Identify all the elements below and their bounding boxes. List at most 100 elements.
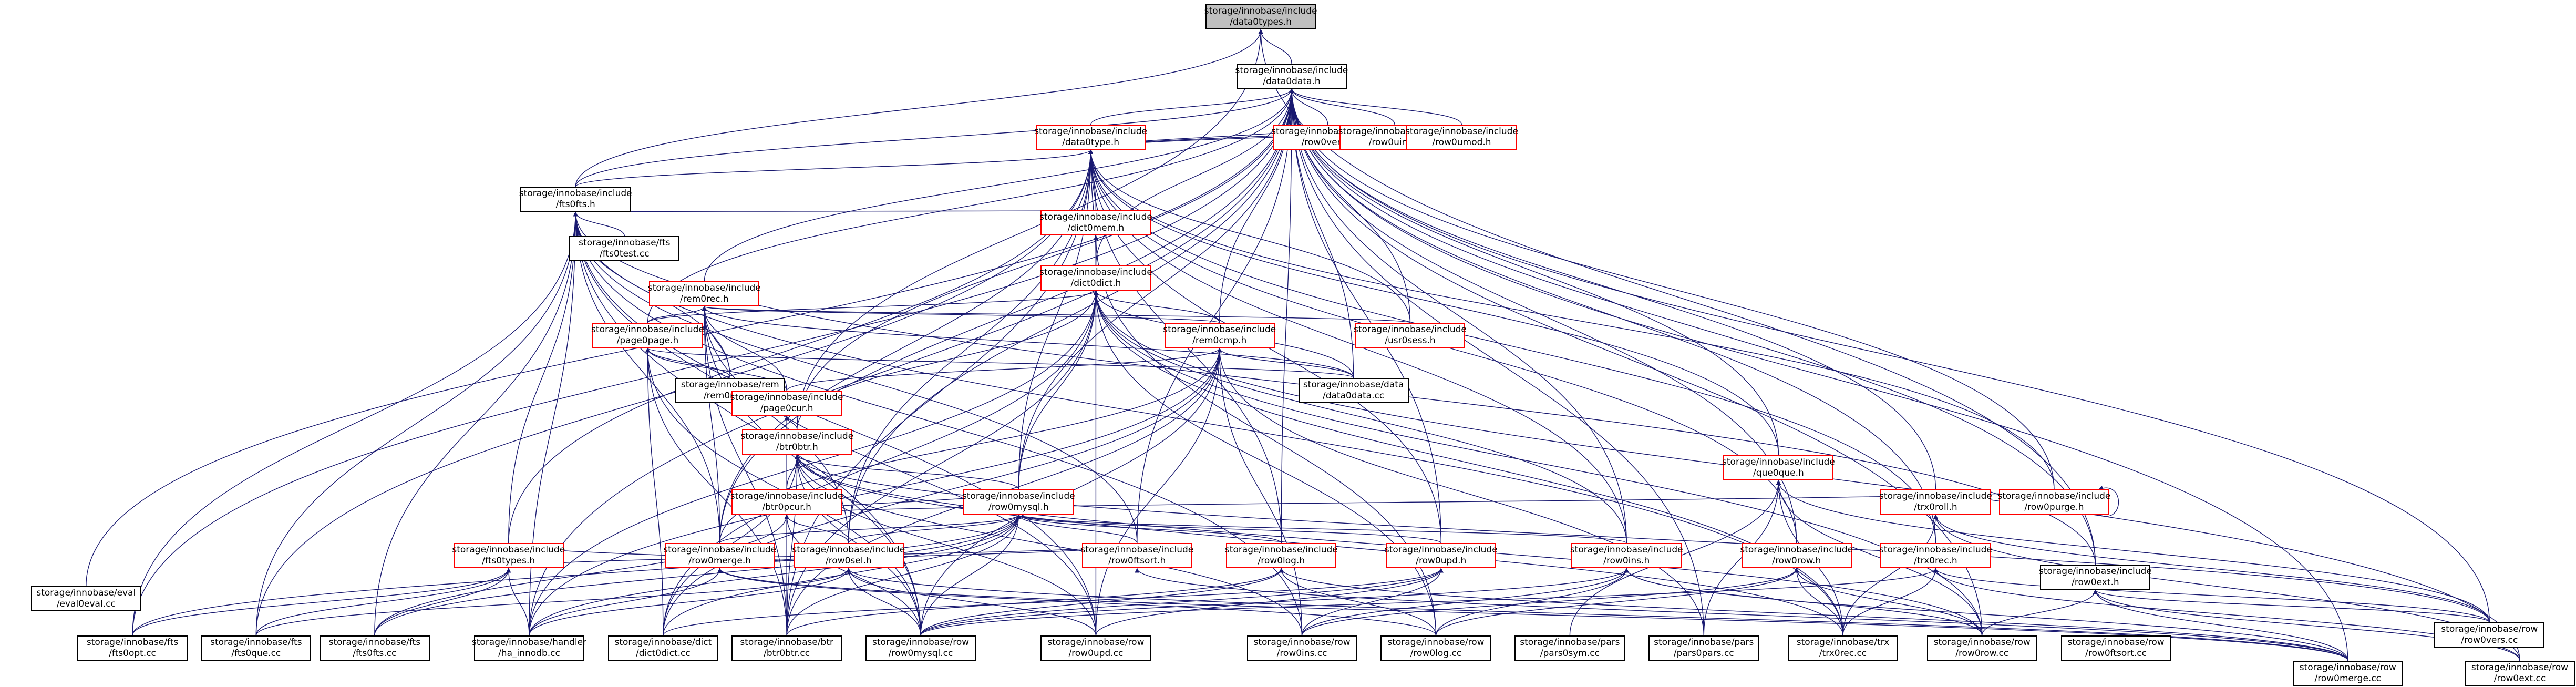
- node-dict0dict-cc[interactable]: storage/innobase/dict/dict0dict.cc: [607, 635, 718, 661]
- node-page0page[interactable]: storage/innobase/include/page0page.h: [591, 323, 704, 348]
- node-label-file: /dict0mem.h: [1067, 223, 1125, 234]
- edge-ha-innodb-to-data0data: [529, 88, 1294, 635]
- node-row0mysql[interactable]: storage/innobase/include/row0mysql.h: [962, 489, 1075, 515]
- edge-row0sel-to-data0data: [848, 88, 1294, 544]
- node-row0uins[interactable]: storage/innobase/include/row0uins.h: [1338, 124, 1451, 150]
- node-row0merge[interactable]: storage/innobase/include/row0merge.h: [663, 543, 777, 569]
- edge-btr0btr-cc-to-page0page: [645, 347, 787, 635]
- node-btr0btr-cc[interactable]: storage/innobase/btr/btr0btr.cc: [731, 635, 842, 661]
- node-label-file: /btr0btr.h: [776, 442, 818, 453]
- node-fts0types[interactable]: storage/innobase/include/fts0types.h: [452, 543, 565, 569]
- edge-fts0opt-to-data0data: [132, 88, 1294, 635]
- node-row0vers-cc[interactable]: storage/innobase/row/row0vers.cc: [2434, 622, 2545, 648]
- node-row0upd[interactable]: storage/innobase/include/row0upd.h: [1385, 543, 1498, 569]
- edge-rem0rec-cc-to-rem0rec: [702, 306, 731, 378]
- node-data0data[interactable]: storage/innobase/include/data0data.h: [1235, 63, 1348, 89]
- node-trx0rec-cc[interactable]: storage/innobase/trx/trx0rec.cc: [1787, 635, 1898, 661]
- node-label-path: storage/innobase/include: [452, 545, 565, 556]
- node-label-file: /page0cur.h: [760, 403, 813, 414]
- node-row0merge-cc[interactable]: storage/innobase/row/row0merge.cc: [2292, 661, 2403, 686]
- node-label-path: storage/innobase/fts: [579, 238, 671, 249]
- node-fts0fts[interactable]: storage/innobase/include/fts0fts.h: [519, 187, 632, 212]
- node-btr0pcur[interactable]: storage/innobase/include/btr0pcur.h: [730, 489, 843, 515]
- node-eval0eval[interactable]: storage/innobase/eval/eval0eval.cc: [30, 586, 141, 612]
- edge-row0row-cc-to-row0ext: [1982, 589, 2098, 636]
- node-row0ftsort-cc[interactable]: storage/innobase/row/row0ftsort.cc: [2060, 635, 2171, 661]
- node-label-path: storage/innobase/include: [730, 491, 843, 502]
- node-row0row-cc[interactable]: storage/innobase/row/row0row.cc: [1926, 635, 2037, 661]
- node-row0ext-cc[interactable]: storage/innobase/row/row0ext.cc: [2465, 661, 2575, 686]
- edge-row0ext-to-data0types: [1258, 29, 2096, 565]
- node-row0umod[interactable]: storage/innobase/include/row0umod.h: [1405, 124, 1518, 150]
- node-label-path: storage/innobase/include: [740, 430, 854, 442]
- node-label-path: storage/innobase/include: [663, 545, 777, 556]
- edge-row0vers-cc-to-trx0roll: [1933, 514, 2490, 623]
- node-trx0roll[interactable]: storage/innobase/include/trx0roll.h: [1879, 489, 1992, 515]
- node-row0sel[interactable]: storage/innobase/include/row0sel.h: [792, 543, 905, 569]
- edge-row0merge-cc-to-row0merge: [717, 568, 2348, 661]
- node-row0ins-cc[interactable]: storage/innobase/row/row0ins.cc: [1246, 635, 1357, 661]
- edge-row0mysql-to-data0data: [1018, 88, 1294, 490]
- node-row0log-cc[interactable]: storage/innobase/row/row0log.cc: [1380, 635, 1491, 661]
- edge-que0que-to-data0data: [1289, 88, 1779, 455]
- edge-row0row-cc-to-data0data: [1289, 88, 1983, 635]
- edge-row0upd-to-data0data: [1289, 88, 1441, 544]
- node-row0log[interactable]: storage/innobase/include/row0log.h: [1225, 543, 1338, 569]
- node-row0ftsort[interactable]: storage/innobase/include/row0ftsort.h: [1080, 543, 1193, 569]
- node-row0ext[interactable]: storage/innobase/include/row0ext.h: [2039, 565, 2152, 590]
- edge-fts0que-to-fts0types: [255, 568, 511, 635]
- edge-row0mysql-to-dict0dict: [1018, 290, 1098, 490]
- edge-dict0dict-cc-to-dict0dict: [663, 290, 1098, 635]
- node-rem0rec[interactable]: storage/innobase/include/rem0rec.h: [648, 281, 761, 307]
- edge-row0upd-cc-to-row0sel: [846, 568, 1097, 635]
- node-page0cur[interactable]: storage/innobase/include/page0cur.h: [730, 391, 843, 416]
- edge-fts0que-to-data0type: [255, 149, 1094, 635]
- edge-ha-innodb-to-row0mysql: [529, 514, 1021, 635]
- node-row0purge[interactable]: storage/innobase/include/row0purge.h: [1998, 489, 2110, 515]
- edge-row0row-to-data0data: [1289, 88, 1797, 544]
- node-label-file: /usr0sess.h: [1385, 335, 1436, 346]
- edge-usr0sess-to-data0type: [1088, 149, 1411, 323]
- node-row0upd-cc[interactable]: storage/innobase/row/row0upd.cc: [1040, 635, 1151, 661]
- node-pars0sym[interactable]: storage/innobase/pars/pars0sym.cc: [1514, 635, 1625, 661]
- node-usr0sess[interactable]: storage/innobase/include/usr0sess.h: [1354, 323, 1467, 348]
- node-label-path: storage/innobase/fts: [210, 637, 302, 648]
- node-row0mysql-cc[interactable]: storage/innobase/row/row0mysql.cc: [865, 635, 976, 661]
- node-label-path: storage/innobase/pars: [1520, 637, 1620, 648]
- edge-row0log-to-row0mysql: [1016, 514, 1282, 544]
- node-btr0btr[interactable]: storage/innobase/include/btr0btr.h: [740, 429, 854, 455]
- edge-fts0fts-to-data0type: [575, 149, 1093, 187]
- node-label-file: /row0upd.cc: [1068, 648, 1124, 659]
- edge-trx0rec-cc-to-trx0rec: [1842, 568, 1938, 635]
- node-label-file: /page0page.h: [616, 335, 679, 346]
- node-dict0mem[interactable]: storage/innobase/include/dict0mem.h: [1039, 210, 1152, 236]
- node-label-path: storage/innobase/rem: [681, 379, 779, 390]
- edge-page0cur-to-rem0cmp: [786, 347, 1222, 391]
- node-data0type[interactable]: storage/innobase/include/data0type.h: [1034, 124, 1147, 150]
- node-label-path: storage/innobase/include: [591, 324, 704, 335]
- edge-row0mysql-cc-to-trx0rec: [920, 568, 1938, 636]
- edge-btr0btr-cc-to-data0type: [786, 149, 1094, 635]
- edge-row0mysql-cc-to-row0upd: [920, 568, 1444, 636]
- node-fts0test[interactable]: storage/innobase/fts/fts0test.cc: [569, 236, 680, 262]
- edge-row0purge-to-row0purge: [2098, 486, 2119, 517]
- node-que0que[interactable]: storage/innobase/include/que0que.h: [1722, 455, 1835, 480]
- node-dict0dict[interactable]: storage/innobase/include/dict0dict.h: [1039, 265, 1152, 291]
- node-label-file: /row0ext.h: [2072, 577, 2119, 588]
- node-fts0fts-cc[interactable]: storage/innobase/fts/fts0fts.cc: [319, 635, 430, 661]
- node-pars0pars[interactable]: storage/innobase/pars/pars0pars.cc: [1648, 635, 1759, 661]
- edge-data0data-cc-to-rem0cmp: [1217, 347, 1354, 378]
- node-row0ins[interactable]: storage/innobase/include/row0ins.h: [1570, 543, 1683, 569]
- edge-row0ftsort-to-row0merge: [717, 542, 1138, 569]
- edge-row0vers-cc-to-btr0btr: [795, 454, 2490, 623]
- node-ha-innodb[interactable]: storage/innobase/handler/ha_innodb.cc: [472, 635, 586, 661]
- edge-row0purge-to-data0data: [1289, 88, 2055, 490]
- node-data0data-cc[interactable]: storage/innobase/data/data0data.cc: [1298, 377, 1409, 403]
- node-trx0rec[interactable]: storage/innobase/include/trx0rec.h: [1879, 543, 1992, 569]
- node-fts0que[interactable]: storage/innobase/fts/fts0que.cc: [201, 635, 312, 661]
- node-label-path: storage/innobase/btr: [740, 637, 833, 648]
- edge-dict0dict-cc-to-row0upd: [663, 568, 1444, 636]
- node-fts0opt[interactable]: storage/innobase/fts/fts0opt.cc: [77, 635, 188, 661]
- node-row0row[interactable]: storage/innobase/include/row0row.h: [1740, 543, 1853, 569]
- node-rem0cmp[interactable]: storage/innobase/include/rem0cmp.h: [1163, 323, 1276, 348]
